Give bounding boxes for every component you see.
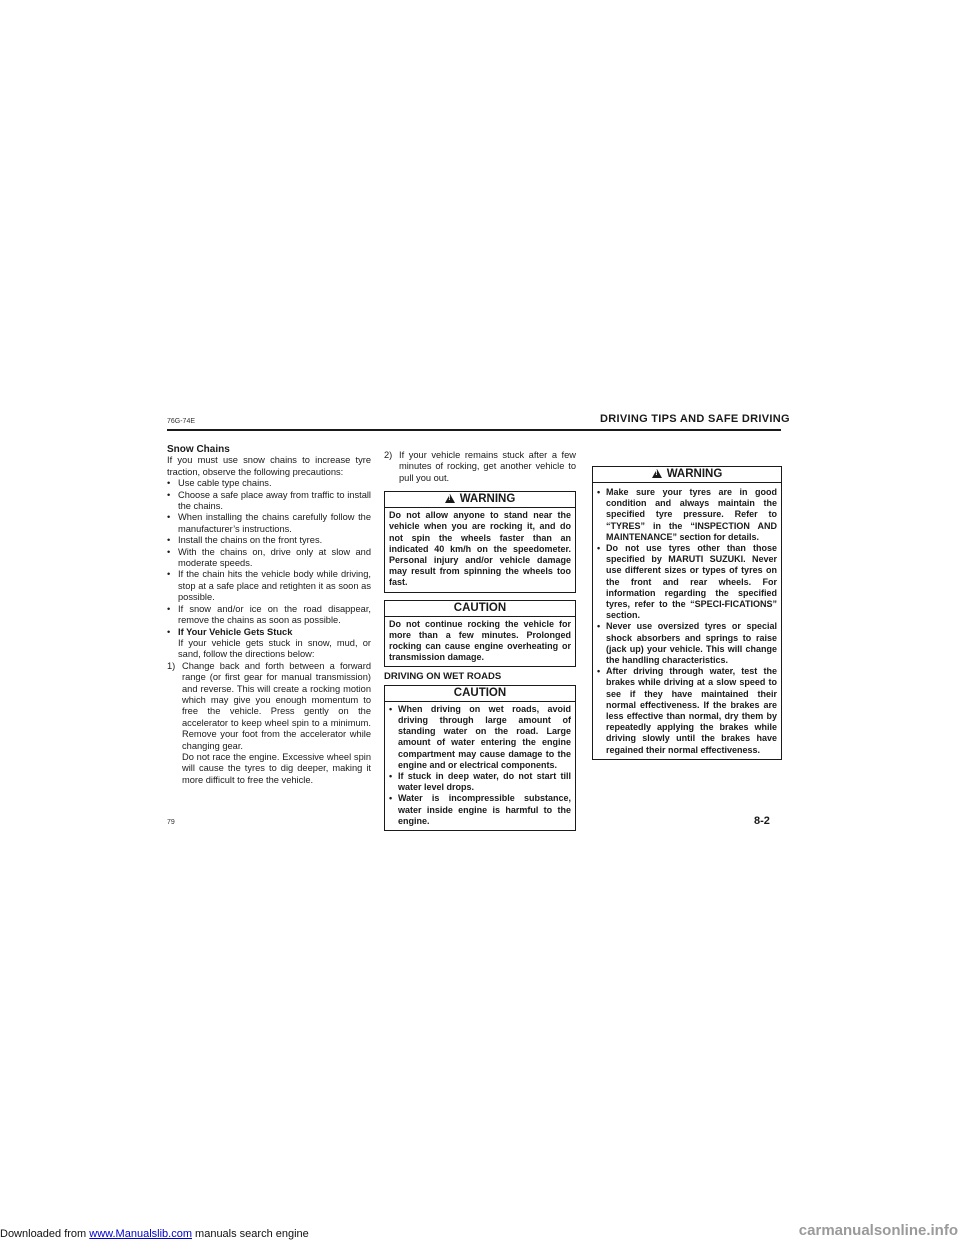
warning-header: WARNING: [385, 492, 575, 509]
section-number: 8-2: [754, 815, 770, 827]
caution-header: CAUTION: [385, 686, 575, 702]
watermark: carmanualsonline.info: [798, 1222, 958, 1239]
list-item: •If the chain hits the vehicle body whil…: [167, 569, 371, 603]
caution-text: Do not continue rocking the vehicle for …: [389, 618, 571, 663]
list-item: •When installing the chains carefully fo…: [167, 512, 371, 534]
warning-text: Do not allow anyone to stand near the ve…: [389, 510, 571, 588]
document-code: 76G-74E: [167, 418, 196, 425]
stuck-intro: If your vehicle gets stuck in snow, mud,…: [178, 637, 371, 660]
list-item: •After driving through water, test the b…: [597, 666, 777, 755]
download-footer: Downloaded from www.Manualslib.com manua…: [0, 1228, 309, 1240]
list-item: •Water is incompressible substance, wate…: [389, 793, 571, 826]
snow-chains-heading: Snow Chains: [167, 444, 230, 455]
footer-suffix: manuals search engine: [191, 1228, 309, 1240]
list-item: •Make sure your tyres are in good condit…: [597, 487, 777, 542]
page-number: 79: [167, 819, 175, 826]
warning-triangle-icon: [651, 469, 662, 478]
warning-box: WARNING Do not allow anyone to stand nea…: [384, 491, 576, 593]
caution-header: CAUTION: [385, 601, 575, 617]
column-rocking: 2)If your vehicle remains stuck after a …: [384, 450, 576, 832]
list-item: •If stuck in deep water, do not start ti…: [389, 771, 571, 793]
tyres-warning-body: •Make sure your tyres are in good condit…: [593, 483, 781, 759]
step-1-extra: Do not race the engine. Excessive wheel …: [182, 751, 371, 785]
caution-box: CAUTION Do not continue rocking the vehi…: [384, 599, 576, 668]
header-rule: [167, 429, 781, 431]
snow-chains-intro: If you must use snow chains to increase …: [167, 455, 371, 477]
list-item: •Choose a safe place away from traffic t…: [167, 489, 371, 512]
wet-roads-heading: DRIVING ON WET ROADS: [384, 671, 502, 683]
section-title: DRIVING TIPS AND SAFE DRIVING: [600, 413, 790, 425]
step-2: 2)If your vehicle remains stuck after a …: [384, 450, 576, 483]
list-item: •If snow and/or ice on the road disappea…: [167, 603, 371, 626]
list-item: •Never use oversized tyres or special sh…: [597, 621, 777, 666]
wet-roads-caution-body: •When driving on wet roads, avoid drivin…: [385, 702, 575, 830]
wet-roads-caution-box: CAUTION •When driving on wet roads, avoi…: [384, 684, 576, 832]
list-item: •Do not use tyres other than those speci…: [597, 543, 777, 621]
list-item: •Install the chains on the front tyres.: [167, 535, 323, 546]
list-item: •Use cable type chains.: [167, 478, 272, 489]
tyres-warning-box: WARNING •Make sure your tyres are in goo…: [592, 466, 782, 760]
list-item: •With the chains on, drive only at slow …: [167, 546, 371, 569]
manualslib-link[interactable]: www.Manualslib.com: [89, 1228, 192, 1240]
column-tyres-warning: WARNING •Make sure your tyres are in goo…: [592, 466, 782, 760]
step-1: 1)Change back and forth between a forwar…: [167, 660, 371, 751]
warning-header: WARNING: [593, 467, 781, 483]
list-item: •When driving on wet roads, avoid drivin…: [389, 703, 571, 770]
stuck-heading: •If Your Vehicle Gets Stuck: [167, 626, 293, 637]
column-snow-chains: Snow Chains If you must use snow chains …: [167, 444, 371, 786]
footer-prefix: Downloaded from: [0, 1228, 90, 1240]
warning-triangle-icon: [444, 494, 455, 504]
